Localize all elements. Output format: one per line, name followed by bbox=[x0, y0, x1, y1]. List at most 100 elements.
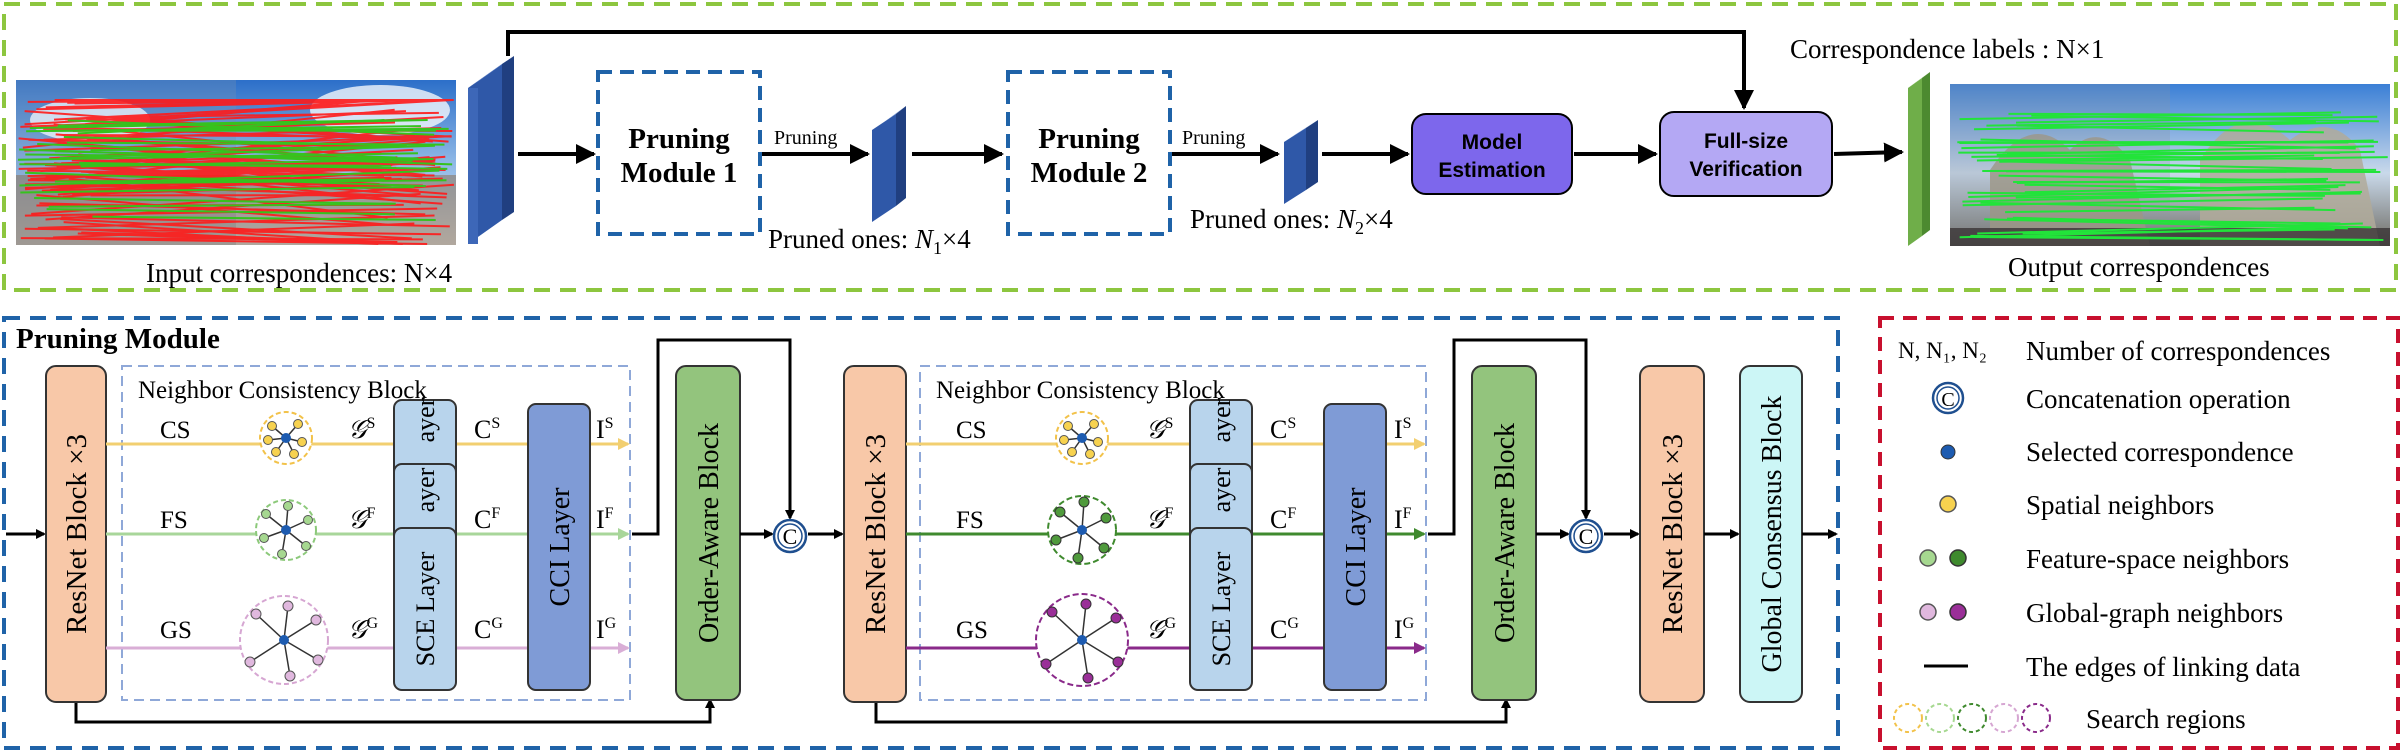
input-caption: Input correspondences: N×4 bbox=[146, 258, 453, 288]
i-g-label-2: IG bbox=[1394, 615, 1415, 644]
skip-connection-2 bbox=[874, 698, 1511, 724]
block-group-1: ResNet Block ×3 Neighbor Consistency Blo… bbox=[45, 365, 844, 703]
pruning-module-1-box bbox=[596, 70, 762, 236]
output-caption: Output correspondences bbox=[2008, 252, 2270, 282]
sce-partial-label-2a: ayer bbox=[1207, 397, 1236, 442]
c-s-label-2: CS bbox=[1270, 415, 1296, 444]
pruning-label-1: Pruning bbox=[774, 127, 837, 149]
cci-label-1: CCI Layer bbox=[545, 487, 576, 607]
verification-line2: Verification bbox=[1689, 158, 1802, 181]
ncb-label-1: Neighbor Consistency Block bbox=[138, 377, 427, 404]
concat-icon-2: C bbox=[1568, 518, 1604, 554]
pruning-module-2-line2: Module 2 bbox=[1031, 157, 1148, 189]
global-dots-icon bbox=[1919, 603, 1967, 621]
search-circles-icon bbox=[1893, 703, 2051, 733]
resnet-label-2: ResNet Block ×3 bbox=[860, 434, 892, 634]
neighbor-consistency-block-1 bbox=[121, 365, 631, 701]
graph-f-label-1: 𝒢F bbox=[348, 505, 376, 534]
resnet-label-3: ResNet Block ×3 bbox=[1657, 434, 1689, 634]
pruning-module-title: Pruning Module bbox=[16, 323, 220, 355]
graph-s-label-2: 𝒢S bbox=[1146, 415, 1173, 444]
verification-line1: Full-size bbox=[1704, 130, 1788, 153]
graph-g-label-2: 𝒢G bbox=[1146, 615, 1177, 644]
legend: N, N₁, N₂ Number of correspondences C Co… bbox=[1893, 336, 2330, 734]
cci-label-2: CCI Layer bbox=[1341, 487, 1372, 607]
fs-label-1: FS bbox=[160, 507, 188, 534]
global-consensus-label: Global Consensus Block bbox=[1757, 396, 1788, 673]
input-tensor-block bbox=[468, 56, 514, 244]
pruning-module-1-line2: Module 1 bbox=[621, 157, 738, 189]
svg-text:C: C bbox=[1579, 524, 1594, 549]
pruning-module-2-box bbox=[1006, 70, 1172, 236]
selected-dot-icon bbox=[1940, 444, 1956, 460]
pruned-ones-2: Pruned ones: N2×4 bbox=[1190, 204, 1393, 238]
legend-symbol-n: N, N₁, N₂ bbox=[1898, 338, 1987, 363]
arrow-to-labels bbox=[1833, 142, 1904, 163]
pruning-module-panel-border bbox=[2, 316, 1840, 750]
svg-text:C: C bbox=[1941, 389, 1954, 411]
graph-f-label-2: 𝒢F bbox=[1146, 505, 1174, 534]
order-aware-label-1: Order-Aware Block bbox=[694, 423, 725, 643]
feature-graph-icon-2 bbox=[1047, 495, 1117, 565]
legend-text-7: Search regions bbox=[2086, 704, 2246, 734]
sce-partial-label-2b: ayer bbox=[1207, 467, 1236, 512]
legend-text-3: Spatial neighbors bbox=[2026, 490, 2214, 520]
block-group-2: ResNet Block ×3 Neighbor Consistency Blo… bbox=[843, 365, 1838, 703]
correspondence-labels-caption: Correspondence labels : N×1 bbox=[1790, 34, 2104, 64]
sce-label-1: SCE Layer bbox=[411, 551, 440, 666]
label-tensor-block bbox=[1908, 72, 1930, 246]
concat-icon-1: C bbox=[772, 518, 808, 554]
model-estimation-line2: Estimation bbox=[1438, 159, 1545, 182]
cs-label-2: CS bbox=[956, 417, 987, 444]
tensor-after-pm1 bbox=[872, 106, 906, 222]
sce-partial-label-1a: ayer bbox=[411, 397, 440, 442]
cci-layer-2 bbox=[1323, 403, 1387, 691]
i-g-label-1: IG bbox=[596, 615, 617, 644]
concat-legend-icon: C bbox=[1931, 381, 1965, 415]
cs-label-1: CS bbox=[160, 417, 191, 444]
feature-graph-icon-1 bbox=[255, 499, 317, 561]
legend-text-1: Concatenation operation bbox=[2026, 384, 2291, 414]
legend-text-5: Global-graph neighbors bbox=[2026, 598, 2283, 628]
fs-label-2: FS bbox=[956, 507, 984, 534]
ncb-label-2: Neighbor Consistency Block bbox=[936, 377, 1225, 404]
sce-layer-front-1 bbox=[393, 527, 457, 691]
pruned-ones-1: Pruned ones: N1×4 bbox=[768, 224, 971, 258]
i-s-label-2: IS bbox=[1394, 415, 1412, 444]
pruning-label-2: Pruning bbox=[1182, 127, 1245, 149]
full-size-verification-box bbox=[1659, 111, 1833, 197]
c-g-label-2: CG bbox=[1270, 615, 1299, 644]
i-f-label-1: IF bbox=[596, 505, 614, 534]
legend-text-2: Selected correspondence bbox=[2026, 437, 2294, 467]
graph-g-label-1: 𝒢G bbox=[348, 615, 379, 644]
input-image bbox=[16, 80, 456, 245]
sce-label-2: SCE Layer bbox=[1207, 551, 1236, 666]
gs-label-1: GS bbox=[160, 617, 192, 644]
spatial-graph-icon-1 bbox=[259, 411, 313, 465]
link-to-concat-2 bbox=[1428, 338, 1591, 536]
skip-connection-1 bbox=[74, 698, 715, 724]
c-g-label-1: CG bbox=[474, 615, 503, 644]
legend-text-6: The edges of linking data bbox=[2026, 652, 2300, 682]
legend-text-4: Feature-space neighbors bbox=[2026, 544, 2289, 574]
spatial-dot-icon bbox=[1939, 495, 1957, 513]
i-s-label-1: IS bbox=[596, 415, 614, 444]
i-f-label-2: IF bbox=[1394, 505, 1412, 534]
c-f-label-2: CF bbox=[1270, 505, 1296, 534]
cci-layer-1 bbox=[527, 403, 591, 691]
spatial-graph-icon-2 bbox=[1055, 411, 1109, 465]
global-graph-icon-1 bbox=[239, 595, 329, 685]
svg-text:C: C bbox=[783, 524, 798, 549]
model-estimation-line1: Model bbox=[1462, 131, 1523, 154]
c-s-label-1: CS bbox=[474, 415, 500, 444]
output-image bbox=[1950, 84, 2390, 246]
feature-dots-icon bbox=[1919, 549, 1967, 567]
legend-text-0: Number of correspondences bbox=[2026, 336, 2330, 366]
global-graph-icon-2 bbox=[1035, 593, 1129, 687]
order-aware-label-2: Order-Aware Block bbox=[1490, 423, 1521, 643]
graph-s-label-1: 𝒢S bbox=[348, 415, 375, 444]
legend-panel-border bbox=[1878, 316, 2400, 750]
pruning-module-2-line1: Pruning bbox=[1038, 123, 1140, 155]
pruning-module-1-line1: Pruning bbox=[628, 123, 730, 155]
